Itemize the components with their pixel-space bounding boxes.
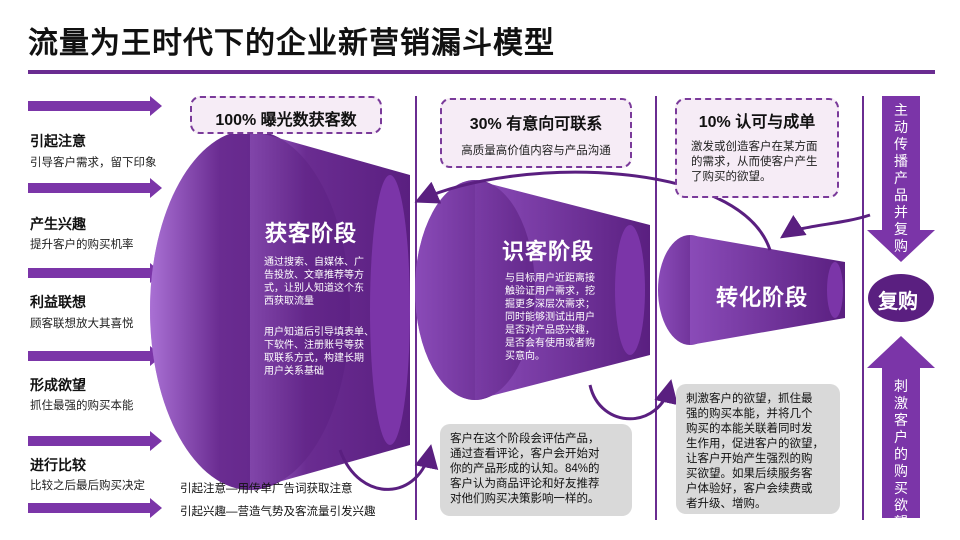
stage-title-1: 引起注意 xyxy=(30,131,86,151)
funnel-3-gray-box: 刺激客户的欲望，抓住最强的购买本能，并将几个 购买的本能关联着同时发生作用，促进… xyxy=(676,384,840,514)
stage-title-2: 产生兴趣 xyxy=(30,214,86,234)
funnel-1-box: 100% 曝光数获客数 xyxy=(190,96,382,134)
funnel-1-shape xyxy=(150,130,410,490)
stage-desc-2: 提升客户的购买机率 xyxy=(30,236,134,252)
funnel-1-text-b: 用户知道后引导填表单、下软件、注册账号等获 取联系方式，构建长期用户关系基础 xyxy=(264,326,374,378)
funnel-1-phase: 获客阶段 xyxy=(265,216,357,248)
funnel-1-text-a: 通过搜索、自媒体、广告投放、文章推荐等方 式，让别人知道这个东西获取流量 xyxy=(264,256,364,308)
funnel-2-box-sub: 高质量高价值内容与产品沟通 xyxy=(442,142,630,158)
right-top-text: 主动传播产品并复购 xyxy=(891,102,911,255)
stage-title-3: 利益联想 xyxy=(30,292,86,312)
funnel-2-phase: 识客阶段 xyxy=(502,234,594,266)
funnel-3-phase: 转化阶段 xyxy=(716,280,808,312)
stage-desc-5: 比较之后最后购买决定 xyxy=(30,477,145,493)
stage-title-4: 形成欲望 xyxy=(30,375,86,395)
funnel-2-box-title: 30% 有意向可联系 xyxy=(442,110,630,134)
right-bottom-text: 刺激客户的购买欲望 xyxy=(891,378,911,531)
stage-desc-3: 顾客联想放大其喜悦 xyxy=(30,315,134,331)
stage-desc-1: 引导客户需求，留下印象 xyxy=(30,154,157,170)
funnel-2-text: 与目标用户近距离接触验证用户需求，挖 掘更多深层次需求；同时能够测试出用户 是否… xyxy=(505,272,595,363)
funnel-2-gray-box: 客户在这个阶段会评估产品，通过查看评论，客户会开始对 你的产品形成的认知。84%… xyxy=(440,424,632,516)
funnel-2-box: 30% 有意向可联系 高质量高价值内容与产品沟通 xyxy=(440,98,632,168)
funnel-3-box-title: 10% 认可与成单 xyxy=(677,108,837,132)
footer-line-1: 引起注意—用传单广告词获取注意 xyxy=(180,480,353,496)
funnel-1-box-title: 100% 曝光数获客数 xyxy=(192,106,380,130)
repurchase-label: 复购 xyxy=(878,285,918,314)
funnel-3-box: 10% 认可与成单 激发或创造客户在某方面的需求，从而使客户产生 了购买的欲望。 xyxy=(675,98,839,198)
footer-line-2: 引起兴趣—营造气势及客流量引发兴趣 xyxy=(180,503,376,519)
stage-desc-4: 抓住最强的购买本能 xyxy=(30,397,134,413)
funnel-3-box-sub: 激发或创造客户在某方面的需求，从而使客户产生 了购买的欲望。 xyxy=(691,140,837,185)
stage-title-5: 进行比较 xyxy=(30,455,86,475)
